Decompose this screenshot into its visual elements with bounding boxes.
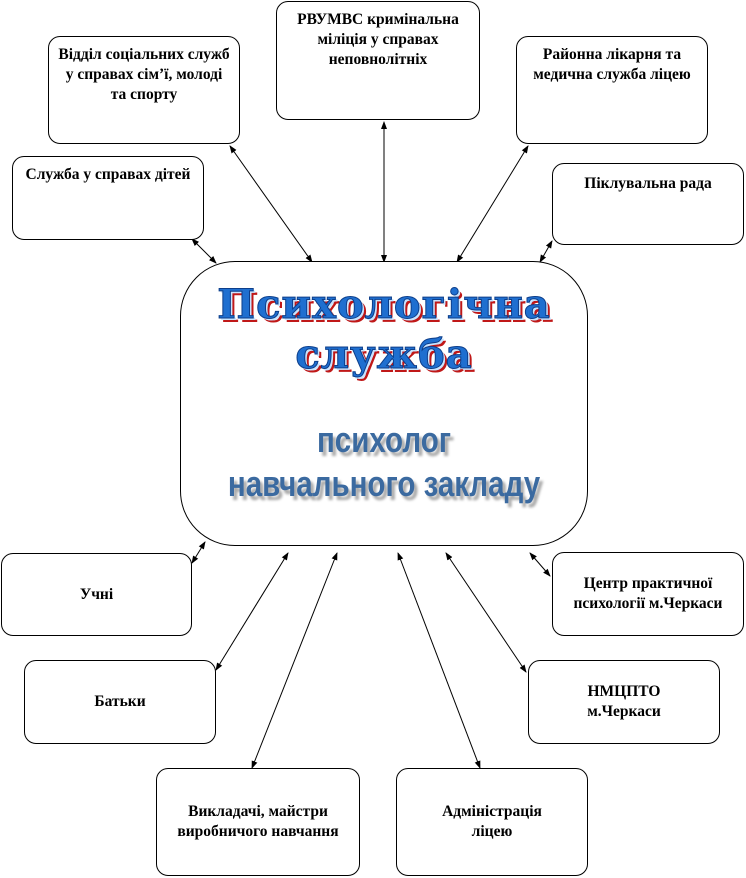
node-children-service: Служба у справах дітей xyxy=(12,156,204,240)
node-teachers: Викладачі, майстри виробничого навчання xyxy=(156,768,360,876)
node-label: Служба у справах дітей xyxy=(25,166,191,183)
arrow-practical-center xyxy=(529,552,551,577)
arrow-administration xyxy=(397,552,481,769)
node-label: Піклувальна рада xyxy=(584,175,712,192)
node-label: РВУМВС кримінальна міліція у справах неп… xyxy=(297,11,459,68)
node-social-services: Відділ соціальних служб у справах сім’ї,… xyxy=(48,36,240,144)
center-subtitle-line1: психолог xyxy=(316,419,452,460)
node-board: Піклувальна рада xyxy=(552,163,744,245)
node-label: Адміністрація ліцею xyxy=(442,803,542,840)
node-nmc: НМЦПТО м.Черкаси xyxy=(528,660,720,744)
node-label: Відділ соціальних служб у справах сім’ї,… xyxy=(58,46,230,103)
center-title-line1: Психологічна xyxy=(217,281,551,329)
center-title-line2: служба xyxy=(295,331,473,379)
center-subtitle-line2: навчального закладу xyxy=(227,463,541,504)
arrow-board xyxy=(539,240,553,263)
arrow-children-service xyxy=(191,238,217,264)
node-label: Районна лікарня та медична служба ліцею xyxy=(533,46,691,83)
node-label: Викладачі, майстри виробничого навчання xyxy=(177,803,339,840)
node-practical-center: Центр практичної психології м.Черкаси xyxy=(552,552,744,636)
arrow-parents xyxy=(215,552,289,671)
node-hospital: Районна лікарня та медична служба ліцею xyxy=(516,36,708,144)
node-administration: Адміністрація ліцею xyxy=(396,768,588,876)
node-students: Учні xyxy=(1,553,192,636)
node-police: РВУМВС кримінальна міліція у справах неп… xyxy=(276,1,480,120)
node-label: НМЦПТО м.Черкаси xyxy=(587,683,661,720)
center-psychological-service: Психологічна служба психолог навчального… xyxy=(180,261,588,546)
node-parents: Батьки xyxy=(24,660,216,744)
arrow-students xyxy=(191,541,206,564)
arrow-social-services xyxy=(229,145,313,263)
node-label: Батьки xyxy=(94,693,146,710)
node-label: Учні xyxy=(79,585,114,603)
node-label: Центр практичної психології м.Черкаси xyxy=(573,575,723,612)
arrow-hospital xyxy=(456,145,529,263)
arrow-nmc xyxy=(445,552,527,673)
arrow-teachers xyxy=(251,552,338,769)
